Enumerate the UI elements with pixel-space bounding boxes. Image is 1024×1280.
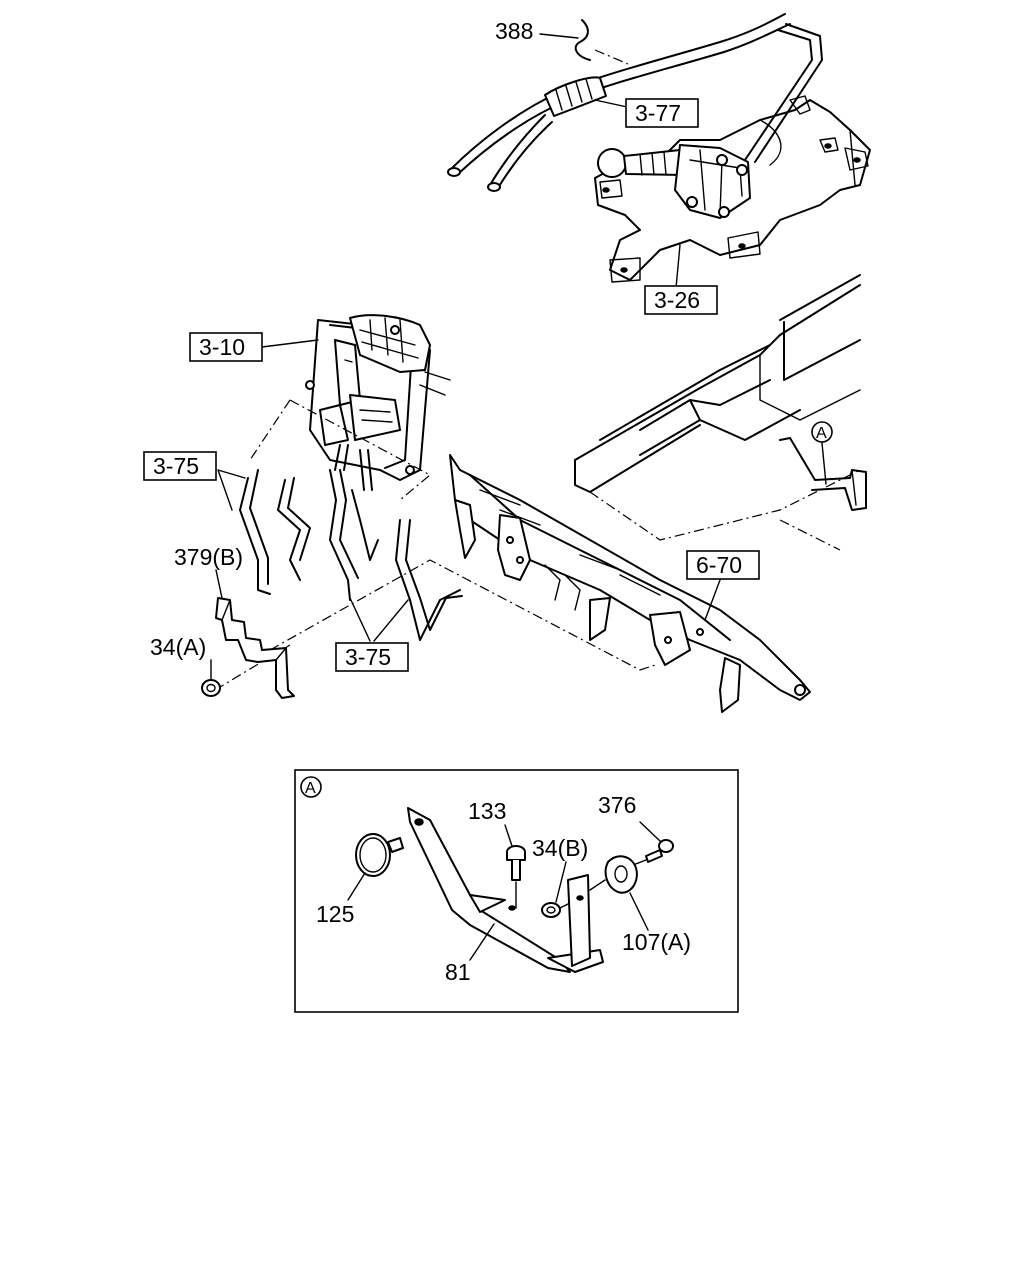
clamp-125 — [355, 833, 404, 877]
bracket-81 — [407, 807, 604, 973]
detail-marker-a-main-text: A — [816, 425, 827, 442]
callout-3-26-box — [644, 285, 718, 315]
detail-callout-376: 376 — [598, 792, 636, 818]
detail-callout-34b: 34(B) — [532, 835, 588, 861]
valve-bracket-3-26 — [594, 95, 871, 283]
callout-3-75a: 3-75 — [153, 453, 199, 479]
detail-a-marker-text: A — [305, 780, 316, 797]
callout-3-75a-box — [143, 451, 217, 481]
callout-388: 388 — [495, 18, 533, 44]
callout-6-70: 6-70 — [696, 552, 742, 578]
frame-structure — [574, 274, 861, 551]
crossmember-6-70 — [449, 454, 811, 713]
leader-lines — [210, 99, 721, 680]
bracket-a-location — [779, 437, 867, 511]
callout-3-75b: 3-75 — [345, 644, 391, 670]
detail-a-marker — [300, 776, 322, 798]
detail-callout-133: 133 — [468, 798, 506, 824]
callout-34a: 34(A) — [150, 634, 206, 660]
hose-assembly-3-77 — [447, 13, 823, 192]
detail-callout-107a: 107(A) — [622, 929, 691, 955]
callout-3-10-box — [189, 332, 263, 362]
detail-callout-81: 81 — [445, 959, 471, 985]
callout-3-75b-box — [335, 642, 409, 672]
detail-callout-125: 125 — [316, 901, 354, 927]
nut-34b — [541, 902, 569, 918]
bracket-379b — [215, 597, 295, 699]
bolt-376 — [619, 839, 674, 871]
phantom-outline — [214, 399, 656, 691]
valve-body — [597, 144, 751, 219]
detail-marker-a-main — [811, 421, 833, 443]
callout-3-26: 3-26 — [654, 287, 700, 313]
detail-leader-lines — [347, 821, 661, 961]
callout-6-70-box — [686, 550, 760, 580]
callout-379b: 379(B) — [174, 544, 243, 570]
clip-107a — [589, 855, 638, 894]
callout-3-10: 3-10 — [199, 334, 245, 360]
callout-3-77-box — [625, 98, 699, 128]
pipes-3-75 — [239, 444, 463, 641]
valve-unit-3-10 — [305, 314, 451, 481]
bolt-133 — [506, 845, 526, 909]
callout-3-77: 3-77 — [635, 100, 681, 126]
clip-388 — [539, 19, 629, 65]
nut-34a — [201, 679, 221, 697]
